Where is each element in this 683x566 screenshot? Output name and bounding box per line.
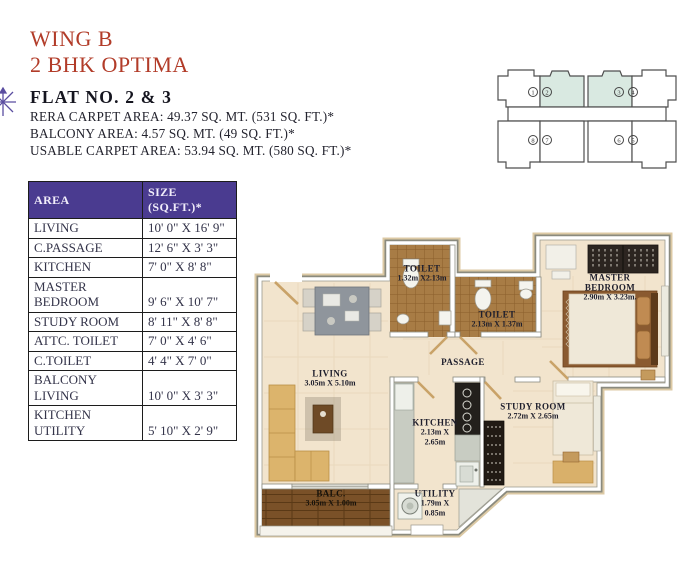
study-wardrobe <box>483 420 505 486</box>
floor-plan-drawing <box>254 232 673 538</box>
keyplan-unit-circle <box>542 135 552 145</box>
compass-icon <box>0 86 16 116</box>
usable-carpet-area: USABLE CARPET AREA: 53.94 SQ. MT. (580 S… <box>30 143 352 158</box>
master-bed <box>562 290 658 381</box>
floor-plan: TOILET 1.32m X2.13m TOILET 2.13m X 1.37m… <box>253 231 683 566</box>
keyplan-unit-number: 4 <box>631 89 635 96</box>
area-cell: MASTER BEDROOM <box>28 276 143 313</box>
utility-opening <box>410 524 444 536</box>
coffee-table <box>305 397 341 441</box>
area-cell: ATTC. TOILET <box>28 331 143 352</box>
size-cell: 7' 0" X 4' 6" <box>142 331 237 352</box>
keyplan-unit-number: 2 <box>545 89 548 96</box>
keyplan-unit-circle <box>528 135 538 145</box>
keyplan-unit-number: 5 <box>631 137 634 144</box>
area-cell: C.TOILET <box>28 350 143 371</box>
area-cell: STUDY ROOM <box>28 311 143 332</box>
keyplan-unit-circle <box>614 87 624 97</box>
sofa <box>268 384 330 482</box>
balcony-railing <box>259 525 393 537</box>
col-header-size: SIZE (SQ.FT.)* <box>142 181 237 219</box>
keyplan-unit-number: 1 <box>531 89 534 96</box>
master-bedroom-window <box>661 285 669 357</box>
size-cell: 5' 10" X 2' 9" <box>142 405 237 441</box>
keyplan-unit-number: 3 <box>617 89 620 96</box>
table-header-row: AREA SIZE (SQ.FT.)* <box>28 181 237 219</box>
area-cell: BALCONY LIVING <box>28 370 143 406</box>
size-cell: 12' 6" X 3' 3" <box>142 237 237 258</box>
study-bed <box>552 380 594 456</box>
keyplan-unit-number: 6 <box>617 137 621 144</box>
rera-carpet-area: RERA CARPET AREA: 49.37 SQ. MT. (531 SQ.… <box>30 109 335 124</box>
header: WING B 2 BHK OPTIMA FLAT NO. 2 & 3 RERA … <box>30 26 351 159</box>
dining-set <box>302 286 382 336</box>
area-cell: KITCHEN UTILITY <box>28 405 143 441</box>
unit-type-title: 2 BHK OPTIMA <box>30 52 189 77</box>
balcony-floor <box>262 488 390 530</box>
area-cell: KITCHEN <box>28 257 143 278</box>
study-room-window <box>593 395 601 452</box>
area-cell: C.PASSAGE <box>28 237 143 258</box>
interior-walls <box>261 244 666 531</box>
size-cell: 4' 4" X 7' 0" <box>142 350 237 371</box>
key-plan: 1 2 3 4 8 7 6 5 <box>497 69 677 169</box>
area-cell: LIVING <box>28 218 143 239</box>
keyplan-unit-circle <box>614 135 624 145</box>
size-cell: 7' 0" X 8' 8" <box>142 257 237 278</box>
balcony-sliding-door <box>291 483 369 490</box>
keyplan-unit-numbers: 1 2 3 4 8 7 6 5 <box>528 87 638 145</box>
wing-title: WING B <box>30 26 114 51</box>
size-cell: 10' 0" X 3' 3" <box>142 370 237 406</box>
master-wardrobe <box>587 244 659 274</box>
keyplan-unit-circle <box>628 135 638 145</box>
keyplan-unit-circle <box>628 87 638 97</box>
flat-number: FLAT NO. 2 & 3 <box>30 87 173 107</box>
common-toilet-fixtures <box>474 279 534 311</box>
balcony-area: BALCONY AREA: 4.57 SQ. MT. (49 SQ. FT.)* <box>30 126 295 141</box>
keyplan-unit-circle <box>542 87 552 97</box>
size-cell: 9' 6" X 10' 7" <box>142 276 237 313</box>
study-desk <box>552 451 594 484</box>
keyplan-unit-number: 7 <box>545 137 549 144</box>
entrance-opening <box>270 273 302 282</box>
attached-toilet-fixtures <box>396 258 452 326</box>
size-cell: 8' 11" X 8' 8" <box>142 311 237 332</box>
col-header-area: AREA <box>28 181 143 219</box>
service-duct <box>458 488 503 528</box>
door-leaves <box>274 281 569 400</box>
keyplan-unit-circle <box>528 87 538 97</box>
size-cell: 10' 0" X 16' 9" <box>142 218 237 239</box>
washing-machine <box>397 492 423 520</box>
keyplan-unit-number: 8 <box>531 137 534 144</box>
master-dresser <box>545 244 577 280</box>
kitchen-counters <box>393 382 481 487</box>
